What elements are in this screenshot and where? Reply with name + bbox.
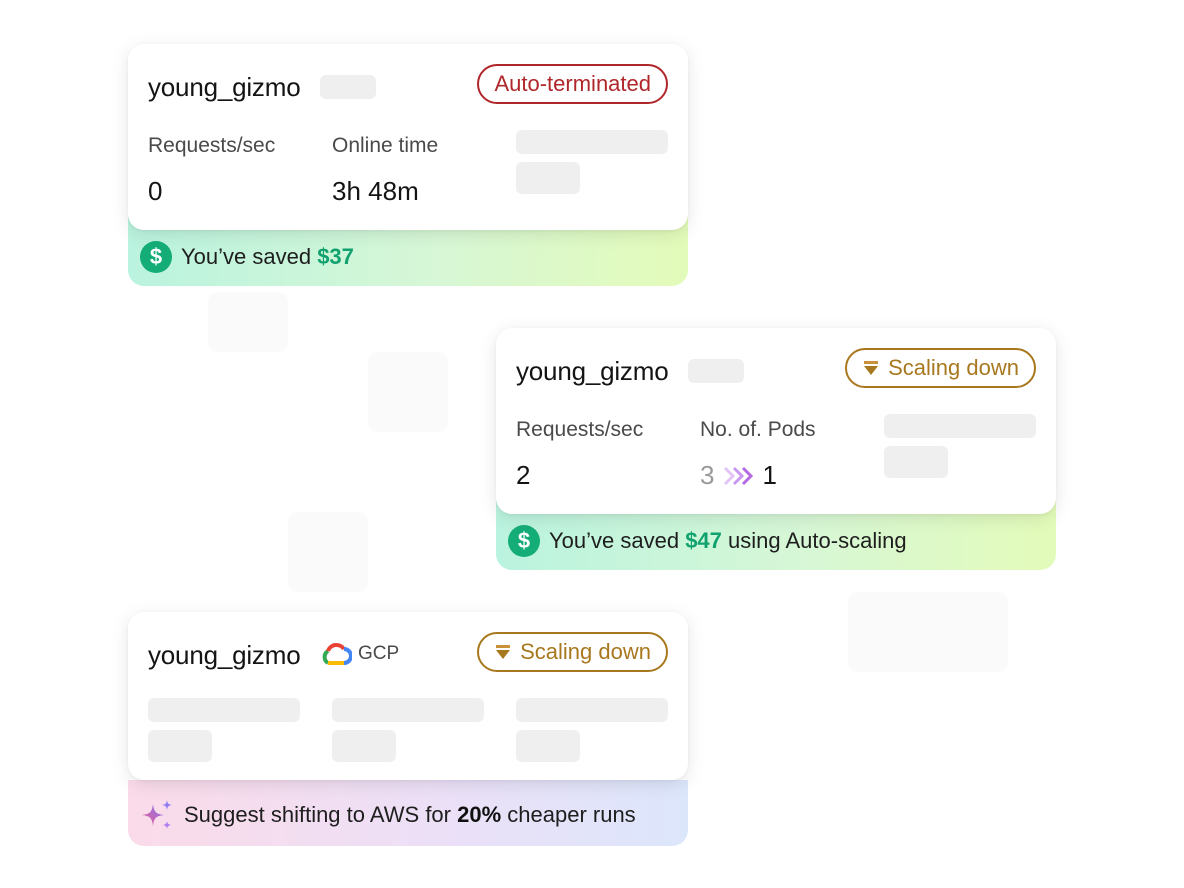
metric-placeholder [332, 698, 484, 722]
metric-placeholder [148, 730, 212, 762]
provider-label: GCP [358, 643, 400, 664]
pods-to: 1 [762, 460, 777, 490]
status-badge-scaling-down: Scaling down [477, 632, 668, 672]
triangle-down-icon [864, 361, 879, 375]
instance-tag-placeholder [320, 75, 376, 99]
instance-name: young_gizmo [516, 356, 669, 386]
background-decoration [208, 292, 288, 352]
status-badge-label: Scaling down [888, 355, 1019, 380]
sparkle-icon [142, 800, 172, 829]
triple-chevron-right-icon [724, 466, 754, 485]
metric-placeholder [516, 162, 580, 194]
instance-name: young_gizmo [148, 640, 301, 670]
metric-value-requests: 2 [516, 460, 531, 490]
metric-placeholder [148, 698, 300, 722]
suggestion-footer: Suggest shifting to AWS for 20% cheaper … [128, 780, 688, 846]
dollar-coin-icon: $ [508, 525, 540, 557]
instance-name: young_gizmo [148, 72, 301, 102]
metric-label-pods: No. of. Pods [700, 418, 816, 441]
instance-card-auto-terminated[interactable]: young_gizmo Auto-terminated Requests/sec… [128, 44, 688, 286]
google-cloud-icon [322, 643, 352, 665]
suggestion-percent: 20% [457, 802, 502, 827]
suggestion-text-suffix: cheaper runs [501, 802, 636, 827]
savings-text-prefix: You’ve saved [181, 244, 318, 269]
metric-placeholder [332, 730, 396, 762]
savings-text-prefix: You’ve saved [549, 528, 686, 553]
dollar-coin-icon: $ [140, 241, 172, 273]
metric-label-requests: Requests/sec [148, 134, 276, 157]
instance-tag-placeholder [688, 359, 744, 383]
status-badge-label: Scaling down [520, 639, 651, 664]
metric-placeholder [516, 130, 668, 154]
metric-value-requests: 0 [148, 176, 163, 206]
background-decoration [288, 512, 368, 592]
provider-tag: GCP [320, 641, 399, 667]
metric-placeholder [516, 698, 668, 722]
metric-placeholder [884, 446, 948, 478]
metric-label-online-time: Online time [332, 134, 439, 157]
suggestion-text-prefix: Suggest shifting to AWS for [184, 802, 458, 827]
pods-from: 3 [700, 460, 715, 490]
status-badge-auto-terminated: Auto-terminated [477, 64, 668, 104]
savings-text-suffix: using Auto-scaling [721, 528, 907, 553]
savings-amount: $37 [317, 244, 354, 269]
background-decoration [368, 352, 448, 432]
instance-card-scaling-down[interactable]: young_gizmo Scaling down Requests/sec 2 … [496, 328, 1056, 570]
metric-placeholder [884, 414, 1036, 438]
metric-placeholder [516, 730, 580, 762]
status-badge-label: Auto-terminated [494, 71, 651, 96]
savings-amount: $47 [685, 528, 722, 553]
status-badge-scaling-down: Scaling down [845, 348, 1036, 388]
instance-card-suggestion[interactable]: young_gizmo GCP Scaling down [128, 612, 688, 846]
triangle-down-icon [496, 645, 511, 659]
metric-label-requests: Requests/sec [516, 418, 644, 441]
metric-value-online-time: 3h 48m [332, 176, 419, 206]
pods-change: 3 1 [700, 460, 777, 491]
background-decoration [848, 592, 1008, 672]
